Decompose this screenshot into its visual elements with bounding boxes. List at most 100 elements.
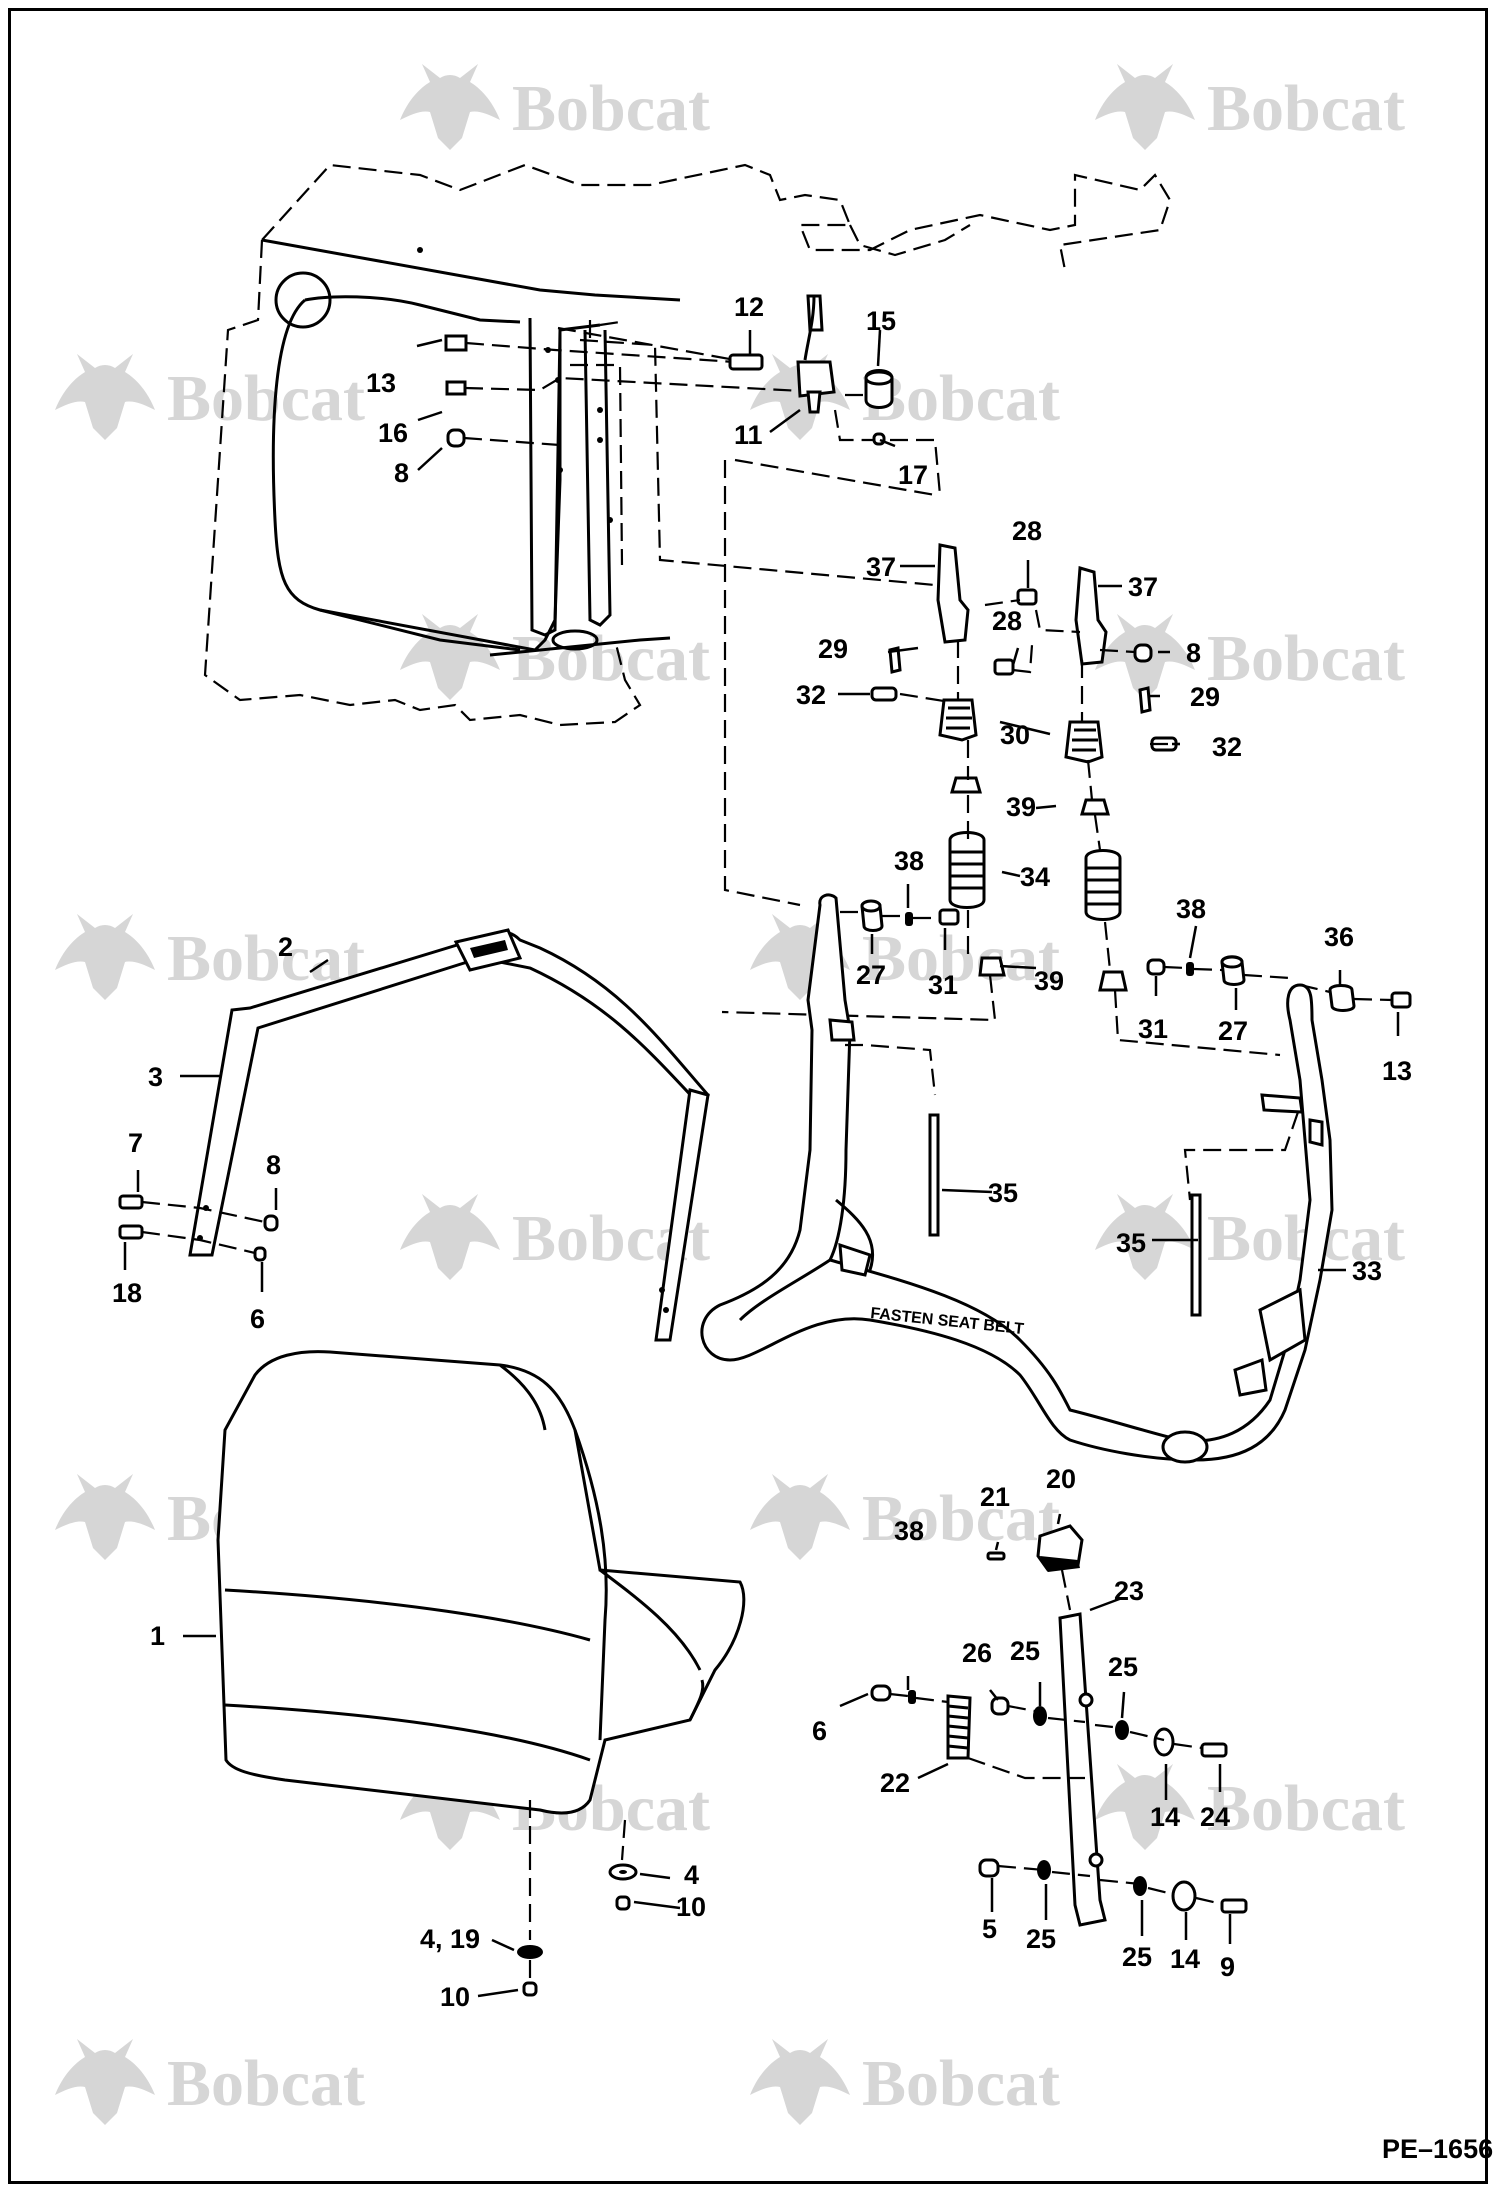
callout-3: 3 (148, 1062, 163, 1092)
watermark-text: Bobcat (167, 362, 365, 435)
bobcat-watermark: Bobcat (55, 2039, 365, 2125)
callout-11: 11 (734, 420, 763, 450)
bobcat-watermark: Bobcat (400, 64, 710, 150)
callout-38-right: 38 (1176, 894, 1206, 924)
callout-32-right: 32 (1212, 732, 1242, 762)
loader-frame-drawing (203, 163, 1172, 727)
callout-21: 21 (980, 1482, 1010, 1512)
callout-14-lower: 14 (1170, 1944, 1200, 1974)
latch-plates (936, 543, 1153, 730)
bobcat-logo-icon (55, 354, 155, 440)
callout-6: 6 (250, 1304, 265, 1334)
callout-39-lower: 39 (1034, 966, 1064, 996)
callout-24: 24 (1200, 1802, 1230, 1832)
callout-33: 33 (1352, 1256, 1382, 1286)
watermark-text: Bobcat (862, 1482, 1060, 1555)
callout-38: 38 (894, 846, 924, 876)
bobcat-logo-icon (750, 1474, 850, 1560)
callout-37: 37 (866, 552, 896, 582)
callout-31-right: 31 (1138, 1014, 1168, 1044)
callout-8-belt: 8 (266, 1150, 281, 1180)
callout-23: 23 (1114, 1576, 1144, 1606)
callout-5: 5 (982, 1914, 997, 1944)
callout-38-lower: 38 (894, 1516, 924, 1546)
callout-36: 36 (1324, 922, 1354, 952)
seat-adjuster (870, 1524, 1248, 1927)
spring-assemblies (721, 646, 1281, 1057)
callout-10-lower: 10 (440, 1982, 470, 2012)
callout-12: 12 (734, 292, 764, 322)
callout-30: 30 (1000, 720, 1030, 750)
bobcat-watermark: Bobcat (750, 354, 1060, 440)
callout-17: 17 (898, 460, 928, 490)
callout-32: 32 (796, 680, 826, 710)
callout-37-right: 37 (1128, 572, 1158, 602)
callout-29: 29 (818, 634, 848, 664)
seat (216, 1350, 746, 1997)
seat-bar: FASTEN SEAT BELT (700, 893, 1334, 1464)
callout-16: 16 (378, 418, 408, 448)
callout-26: 26 (962, 1638, 992, 1668)
callout-7: 7 (128, 1128, 143, 1158)
sensor-assembly (723, 294, 942, 907)
bobcat-logo-icon (1095, 64, 1195, 150)
callout-2: 2 (278, 932, 293, 962)
callout-31: 31 (928, 970, 958, 1000)
watermark-text: Bobcat (862, 922, 1060, 995)
callout-8-right: 8 (1186, 638, 1201, 668)
callout-25-a: 25 (1010, 1636, 1040, 1666)
callout-27-right: 27 (1218, 1016, 1248, 1046)
callout-27: 27 (856, 960, 886, 990)
bobcat-watermark: Bobcat (1095, 64, 1405, 150)
callout-9: 9 (1220, 1952, 1235, 1982)
watermark-text: Bobcat (167, 2047, 365, 2120)
callout-15: 15 (866, 306, 896, 336)
callout-25-b: 25 (1108, 1652, 1138, 1682)
bobcat-watermark: Bobcat (55, 354, 365, 440)
callout-25-d: 25 (1122, 1942, 1152, 1972)
watermark-text: Bobcat (1207, 72, 1405, 145)
bobcat-watermark: Bobcat (750, 2039, 1060, 2125)
watermark-text: Bobcat (1207, 622, 1405, 695)
pivot-hardware (840, 899, 1412, 1012)
callout-18: 18 (112, 1278, 142, 1308)
callout-34: 34 (1020, 862, 1050, 892)
callout-13: 13 (366, 368, 396, 398)
bobcat-logo-icon (750, 2039, 850, 2125)
page-border (8, 8, 1488, 2184)
callout-22: 22 (880, 1768, 910, 1798)
bobcat-watermark: Bobcat (750, 1474, 1060, 1560)
callout-28: 28 (1012, 516, 1042, 546)
callout-20: 20 (1046, 1464, 1076, 1494)
callout-labels: PE–1656 1 2 3 4 4, 19 5 6 6 7 8 8 8 9 10… (112, 292, 1493, 2164)
reference-code: PE–1656 (1382, 2134, 1493, 2164)
bobcat-logo-icon (55, 914, 155, 1000)
callout-28-lower: 28 (992, 606, 1022, 636)
leader-lines (123, 329, 1400, 1998)
bobcat-watermark: Bobcat (750, 914, 1060, 1000)
callout-8: 8 (394, 458, 409, 488)
bobcat-logo-icon (55, 1474, 155, 1560)
seat-belt (118, 928, 710, 1342)
callout-4-19: 4, 19 (420, 1924, 480, 1954)
callout-35: 35 (988, 1178, 1018, 1208)
watermark-text: Bobcat (862, 362, 1060, 435)
watermark-text: Bobcat (862, 2047, 1060, 2120)
bobcat-logo-icon (400, 1194, 500, 1280)
callout-4: 4 (684, 1860, 699, 1890)
bobcat-logo-icon (400, 64, 500, 150)
callout-6-lower: 6 (812, 1716, 827, 1746)
frame-hardware (444, 320, 936, 587)
bobcat-watermark: Bobcat (1095, 614, 1405, 700)
callout-1: 1 (150, 1621, 165, 1651)
callout-13-right: 13 (1382, 1056, 1412, 1086)
callout-35-right: 35 (1116, 1228, 1146, 1258)
callout-10: 10 (676, 1892, 706, 1922)
bobcat-watermark: Bobcat (1095, 1764, 1405, 1850)
watermark-text: Bobcat (512, 72, 710, 145)
bobcat-logo-icon (55, 2039, 155, 2125)
callout-25-c: 25 (1026, 1924, 1056, 1954)
callout-39: 39 (1006, 792, 1036, 822)
callout-14: 14 (1150, 1802, 1180, 1832)
